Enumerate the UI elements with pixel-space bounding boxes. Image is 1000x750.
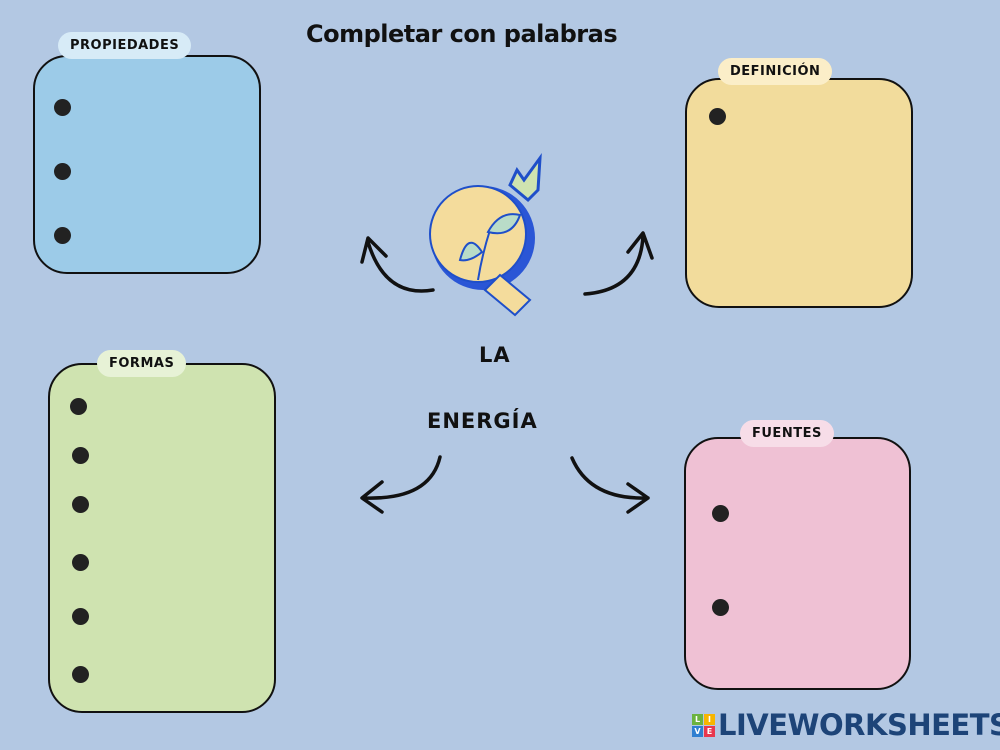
arrow-to-fuentes <box>570 456 650 514</box>
bullet <box>712 505 729 522</box>
definicion-label: DEFINICIÓN <box>718 58 833 85</box>
bullet <box>72 608 89 625</box>
page-title: Completar con palabras <box>306 20 618 48</box>
bullet <box>54 163 71 180</box>
formas-box <box>48 363 276 713</box>
bullet <box>54 99 71 116</box>
center-title-line1: LA <box>479 343 511 367</box>
bullet <box>72 666 89 683</box>
lightbulb-icon <box>429 152 542 317</box>
propiedades-label: PROPIEDADES <box>58 32 192 59</box>
fuentes-box <box>684 437 911 690</box>
arrow-to-propiedades <box>360 236 435 293</box>
bullet <box>72 496 89 513</box>
bullet <box>72 447 89 464</box>
bullet <box>712 599 729 616</box>
bullet <box>54 227 71 244</box>
bullet <box>72 554 89 571</box>
bullet <box>709 108 726 125</box>
logo-text: LIVEWORKSHEETS <box>718 708 1000 742</box>
center-title-line2: ENERGÍA <box>427 409 538 433</box>
arrow-to-formas <box>360 455 442 514</box>
bullet <box>70 398 87 415</box>
formas-label: FORMAS <box>97 350 187 377</box>
fuentes-label: FUENTES <box>740 420 834 447</box>
arrow-to-definicion <box>583 231 654 296</box>
